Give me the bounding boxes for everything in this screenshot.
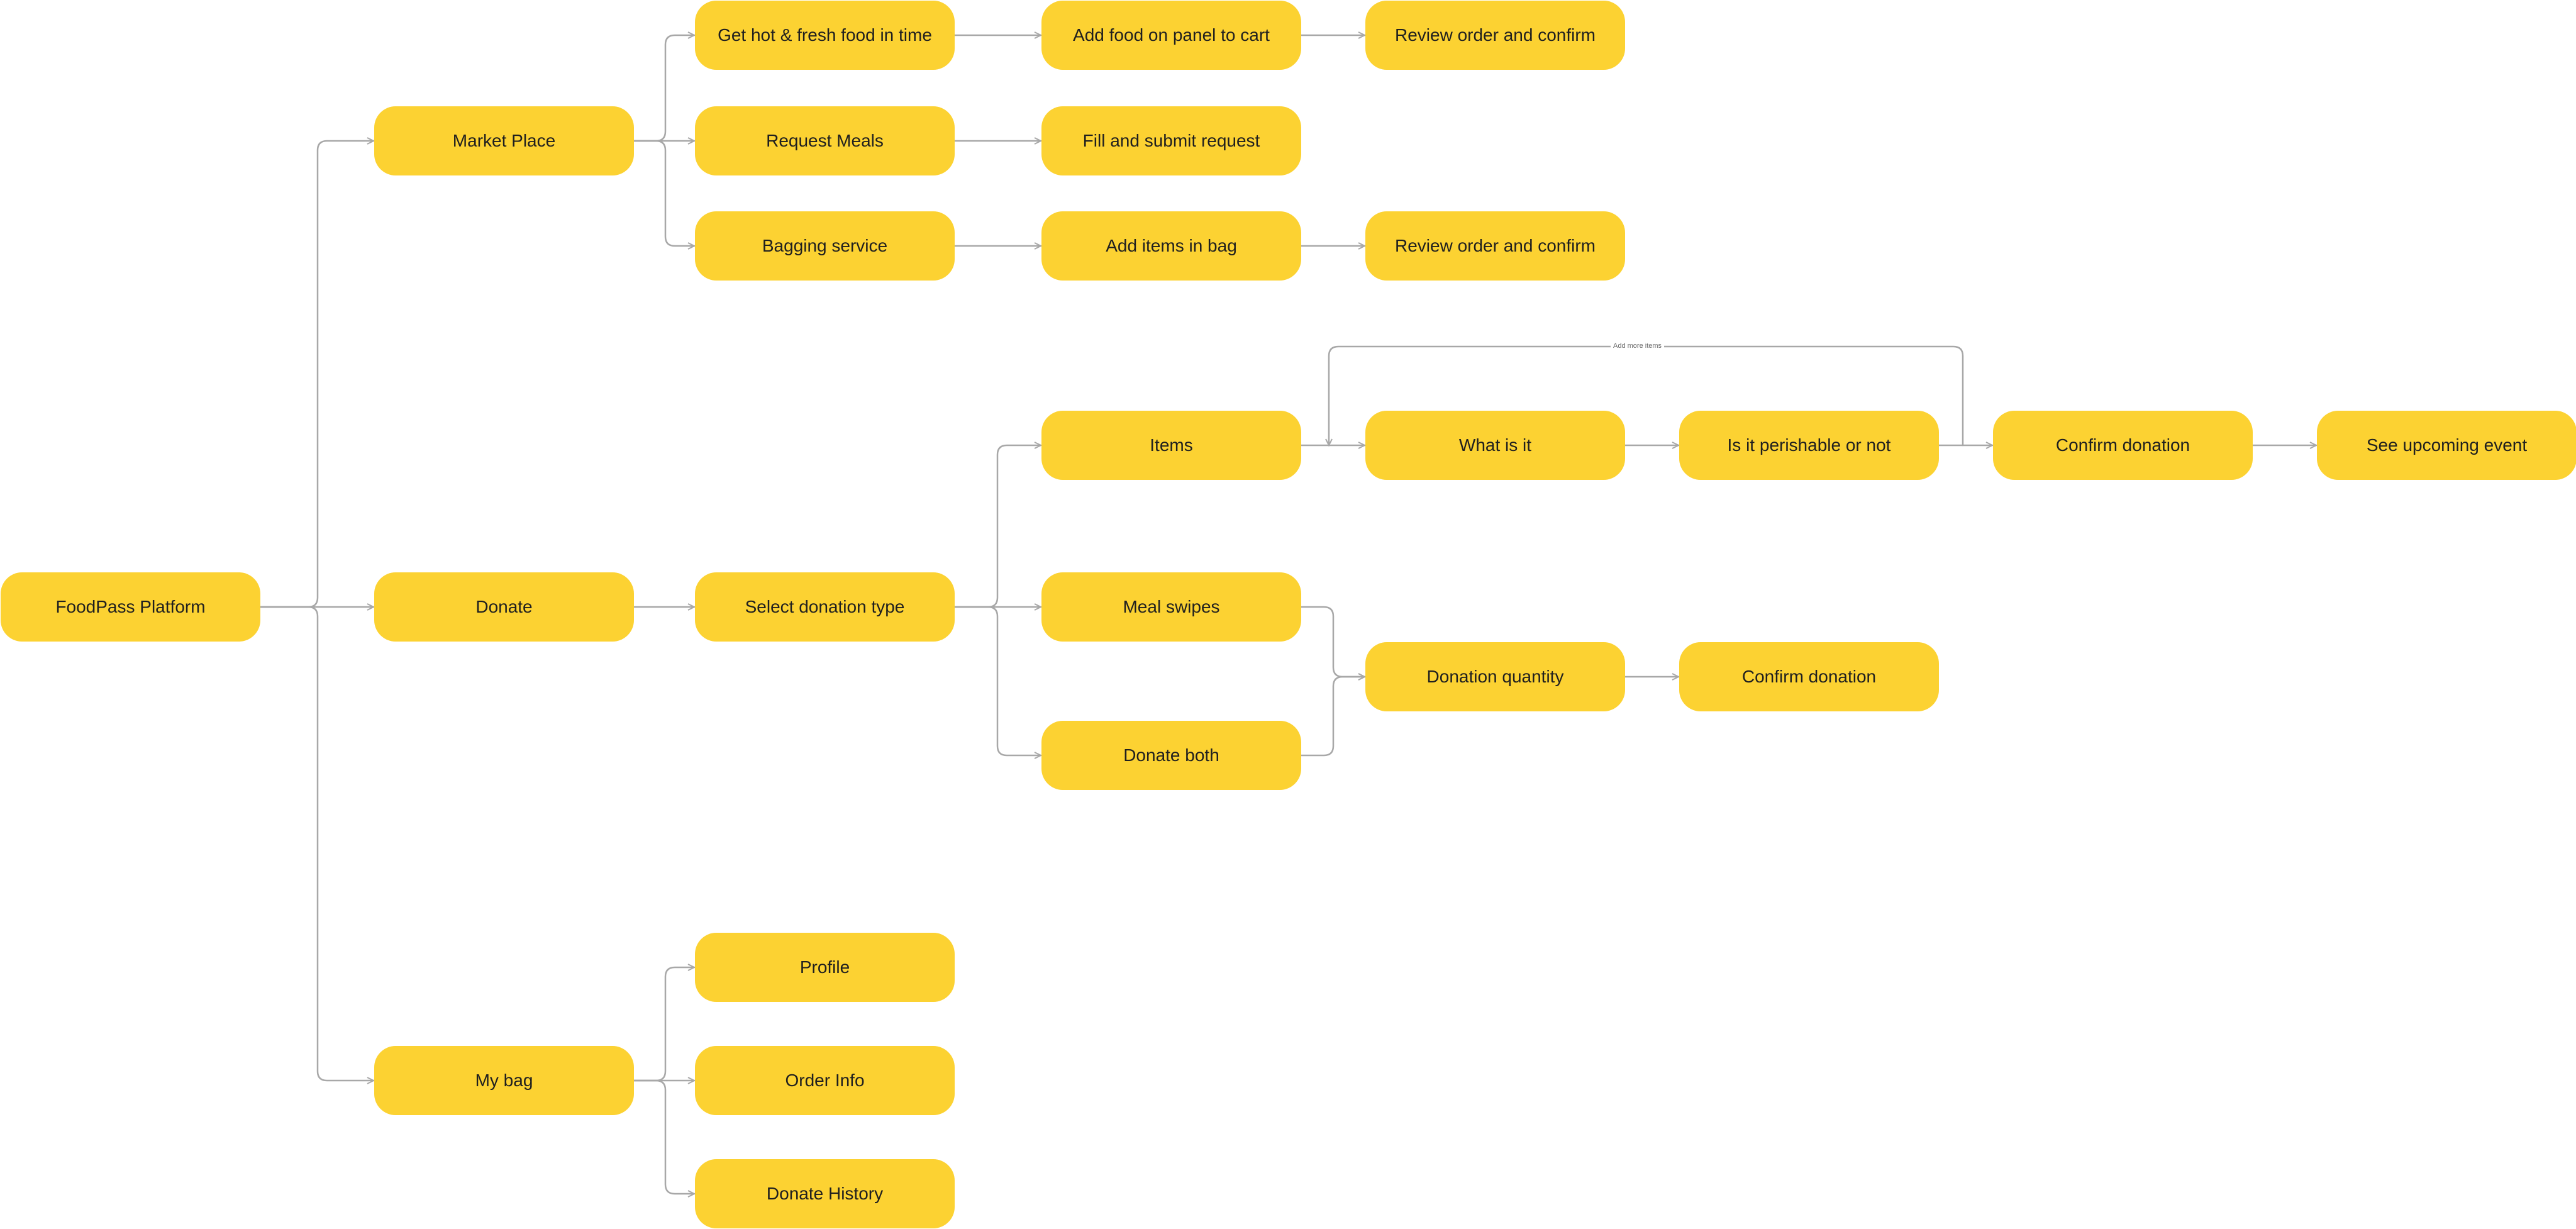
node-review-order-confirm-1: Review order and confirm	[1365, 1, 1625, 70]
node-donate-both: Donate both	[1041, 721, 1301, 790]
loop-label-add-more-items: Add more items	[1611, 342, 1665, 350]
connector-meal-swipes-to-quantity	[1300, 606, 1367, 681]
node-confirm-donation-items: Confirm donation	[1993, 411, 2253, 480]
node-add-food-to-cart: Add food on panel to cart	[1041, 1, 1301, 70]
connector-root-to-market-place	[259, 137, 375, 608]
connector-market-to-hot-food	[633, 31, 696, 142]
node-select-donation-type: Select donation type	[695, 572, 955, 642]
node-is-it-perishable: Is it perishable or not	[1679, 411, 1939, 480]
connector-my-bag-to-profile	[633, 964, 696, 1082]
node-foodpass-platform: FoodPass Platform	[1, 572, 260, 642]
connector-donate-both-to-quantity	[1300, 673, 1367, 757]
node-request-meals: Request Meals	[695, 106, 955, 175]
node-fill-submit-request: Fill and submit request	[1041, 106, 1301, 175]
node-donation-quantity: Donation quantity	[1365, 642, 1625, 711]
node-meal-swipes: Meal swipes	[1041, 572, 1301, 642]
node-profile: Profile	[695, 933, 955, 1002]
connector-select-to-items	[953, 442, 1043, 608]
node-see-upcoming-event: See upcoming event	[2317, 411, 2576, 480]
connector-market-to-bagging	[633, 140, 696, 250]
connector-my-bag-to-donate-history	[633, 1079, 696, 1198]
node-review-order-confirm-2: Review order and confirm	[1365, 211, 1625, 281]
node-order-info: Order Info	[695, 1046, 955, 1115]
node-confirm-donation-quantity: Confirm donation	[1679, 642, 1939, 711]
node-bagging-service: Bagging service	[695, 211, 955, 281]
node-donate-history: Donate History	[695, 1159, 955, 1228]
node-donate: Donate	[374, 572, 634, 642]
connector-root-to-my-bag	[259, 606, 375, 1084]
node-market-place: Market Place	[374, 106, 634, 175]
node-get-hot-fresh-food: Get hot & fresh food in time	[695, 1, 955, 70]
connector-select-to-donate-both	[953, 606, 1043, 759]
node-what-is-it: What is it	[1365, 411, 1625, 480]
node-my-bag: My bag	[374, 1046, 634, 1115]
node-items: Items	[1041, 411, 1301, 480]
node-add-items-in-bag: Add items in bag	[1041, 211, 1301, 281]
